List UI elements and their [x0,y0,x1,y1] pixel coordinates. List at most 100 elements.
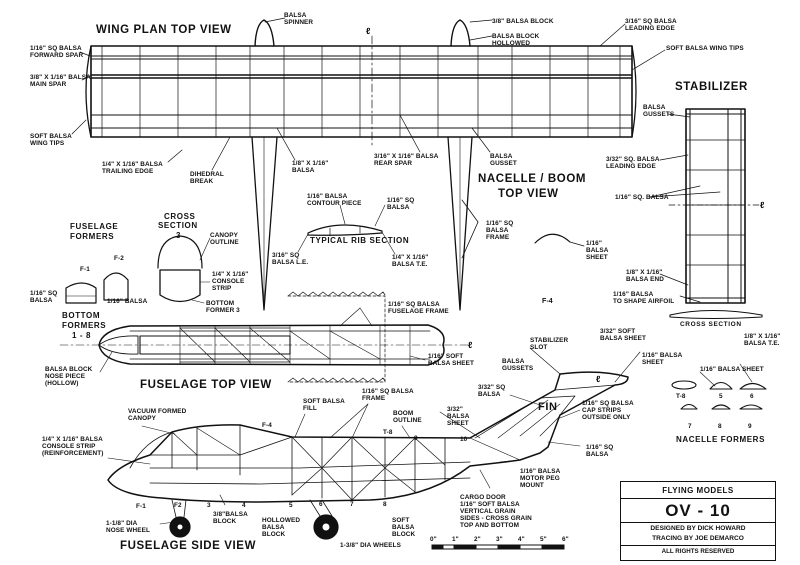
label-rib-116sq: 1/16" SQ BALSA [387,197,415,211]
stabilizer-view [649,108,763,320]
label-soft-block: SOFT BALSA BLOCK [392,517,416,538]
label-balsa-spinner: BALSA SPINNER [284,12,314,26]
label-balsa-end: 1/8" x 1/16" BALSA END [626,269,664,283]
scale-5: 5" [540,536,547,543]
bottom-formers-title-2: FORMERS [62,321,107,330]
rib-and-formers [65,204,396,304]
label-canopy-outline: CANOPY OUTLINE [210,232,239,246]
nacelle-formers-title: NACELLE FORMERS [676,435,765,444]
label-bottom-former-3: BOTTOM FORMER 3 [206,300,240,314]
label-balsa-te: 1/8" x 1/16" BALSA T.E. [744,333,781,347]
label-nacelle-sheet: 1/16" BALSA SHEET [700,366,764,373]
label-balsa-gusset: BALSA GUSSET [490,153,517,167]
fuselage-formers-title-1: FUSELAGE [70,222,119,231]
title-designer: DESIGNED BY DICK HOWARD [650,525,746,532]
scale-1: 1" [452,536,459,543]
stab-cross-section-title: CROSS SECTION [680,321,742,328]
label-boom-frame: 1/16" SQ BALSA FRAME [486,220,514,241]
title-magazine: FLYING MODELS [662,486,734,495]
title-model: OV - 10 [665,501,731,520]
label-rib-le: 3/16" SQ BALSA L.E. [272,252,309,266]
fuselage-formers-title-2: FORMERS [70,232,115,241]
label-balsa-block-side: 3/8"BALSA BLOCK [213,511,248,525]
label-stab-116sq: 1/16" SQ. BALSA [615,194,669,201]
label-cap-strips: 1/16" SQ BALSA CAP STRIPS OUTSIDE ONLY [582,400,634,421]
nacelle-title-2: TOP VIEW [498,188,559,200]
wing-plan-title: WING PLAN TOP VIEW [96,24,232,36]
title-block: FLYING MODELS OV - 10 DESIGNED BY DICK H… [620,481,776,561]
label-main-spar: 3/8" x 1/16" BALSA MAIN SPAR [30,74,91,88]
label-top-sheet: 1/16" SOFT BALSA SHEET [428,353,474,367]
label-console-strip: 1/4" x 1/16" CONSOLE STRIP [212,271,249,292]
boom-details [461,199,585,259]
wing-plan-view [71,17,666,311]
label-nose-piece: BALSA BLOCK NOSE PIECE (HOLLOW) [45,366,93,387]
nacelle-former-8: 8 [718,423,722,430]
side-station-7: 7 [350,501,354,508]
label-stab-gussets: BALSA GUSSETS [643,104,675,118]
label-soft-wing-tips-right: SOFT BALSA WING TIPS [666,45,744,52]
label-fin-116sq: 1/16" SQ BALSA [586,444,614,458]
side-station-t8: T-8 [383,429,393,436]
label-shape-airfoil: 1/16" BALSA TO SHAPE AIRFOIL [613,291,675,305]
nacelle-former-t8: T-8 [676,393,686,400]
label-stab-leading: 3/32" SQ. BALSA LEADING EDGE [606,156,660,170]
side-station-8: 8 [383,501,387,508]
cross-section-title-1: CROSS [164,212,196,221]
label-rib-te: 1/4" x 1/16" BALSA T.E. [392,254,429,268]
label-balsa-18: 1/8" x 1/16" BALSA [292,160,329,174]
fuselage-top-view [59,291,471,383]
label-forward-spar: 1/16" SQ BALSA FORWARD SPAR [30,45,84,59]
side-station-5: 5 [289,502,293,509]
label-nose-wheel: 1-1/8" DIA NOSE WHEEL [106,520,150,534]
centerline-fuselage: ℓ [468,340,473,350]
label-soft-fill: SOFT BALSA FILL [303,398,345,412]
bottom-formers-title-1: BOTTOM [62,311,101,320]
nacelle-former-5: 5 [719,393,723,400]
centerline-stab: ℓ [760,200,765,210]
label-trailing-edge: 1/4" x 1/16" BALSA TRAILING EDGE [102,161,163,175]
fuselage-top-title: FUSELAGE TOP VIEW [140,379,272,391]
nacelle-former-6: 6 [750,393,754,400]
side-station-9: 9 [414,435,418,442]
nacelle-former-9: 9 [748,423,752,430]
scale-2: 2" [474,536,481,543]
label-fin-332-sq: 3/32" SQ BALSA [478,384,506,398]
label-stab-slot: STABILIZER SLOT [530,337,569,351]
nacelle-title-1: NACELLE / BOOM [478,173,587,185]
label-fin-332-sheet: 3/32" BALSA SHEET [447,406,470,427]
label-fin-sheet: 1/16" BALSA SHEET [642,352,683,366]
scale-bar [431,544,565,550]
fuselage-side-title: FUSELAGE SIDE VIEW [120,540,257,552]
label-balsa-block: 3/8" BALSA BLOCK [492,18,554,25]
label-leading-edge: 3/16" SQ BALSA LEADING EDGE [625,18,677,32]
stabilizer-title: STABILIZER [675,81,748,93]
side-station-10: 10 [460,436,468,443]
label-balsa-block-hollowed: BALSA BLOCK HOLLOWED [492,33,540,47]
scale-4: 4" [518,536,525,543]
label-motor-peg: 1/16" BALSA MOTOR PEG MOUNT [520,468,561,489]
label-side-frame: 1/16" SQ BALSA FRAME [362,388,414,402]
label-boom-outline: BOOM OUTLINE [393,410,422,424]
centerline-wing: ℓ [366,26,371,36]
side-station-f1: F-1 [136,503,146,510]
label-fuselage-frame: 1/16" SQ BALSA FUSELAGE FRAME [388,301,449,315]
label-soft-sheet-332: 3/32" SOFT BALSA SHEET [600,328,646,342]
label-soft-wing-tips-left: SOFT BALSA WING TIPS [30,133,72,147]
side-station-3: 3 [207,502,211,509]
centerline-fin: ℓ [596,374,601,384]
label-former-f2: F-2 [114,255,124,262]
typical-rib-title: TYPICAL RIB SECTION [310,236,410,245]
scale-3: 3" [496,536,503,543]
label-contour-piece: 1/16" BALSA CONTOUR PIECE [307,193,362,207]
label-boom-sheet: 1/16" BALSA SHEET [586,240,609,261]
fuselage-side-view [107,347,641,540]
label-wheels: 1-3/8" DIA WHEELS [340,542,401,549]
title-rights: ALL RIGHTS RESERVED [661,548,735,555]
label-vacuum-canopy: VACUUM FORMED CANOPY [128,408,187,422]
nacelle-former-7: 7 [688,423,692,430]
bottom-formers-title-3: 1 - 8 [72,331,92,340]
cross-section-number: 3 [176,231,182,240]
scale-0: 0" [430,536,437,543]
